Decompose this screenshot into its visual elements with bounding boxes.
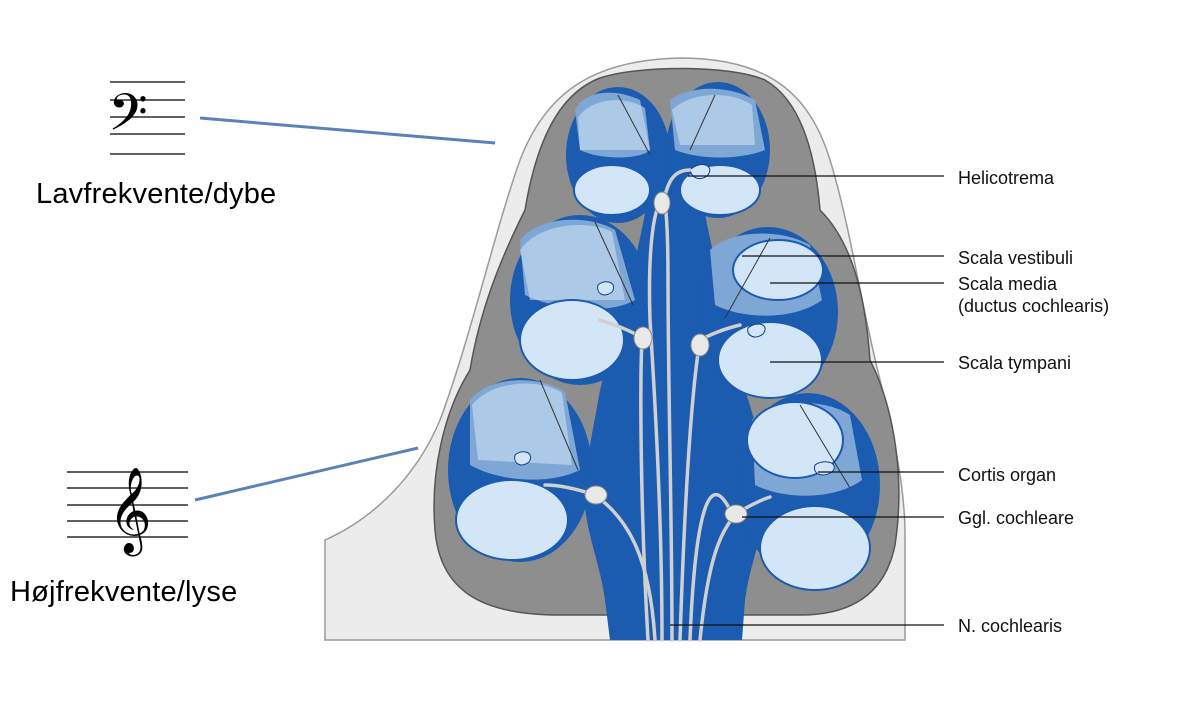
- chamber-mid-right: [698, 227, 838, 399]
- modiolus: [584, 150, 766, 640]
- label-ductus-cochlearis: (ductus cochlearis): [958, 296, 1109, 316]
- treble-clef-icon: 𝄞: [108, 467, 152, 557]
- label-scala-vestibuli: Scala vestibuli: [958, 248, 1073, 268]
- chamber-top-left: [566, 87, 670, 223]
- chamber-mid-left: [510, 215, 650, 385]
- anatomy-leader-lines: [670, 175, 944, 626]
- label-cortis-organ: Cortis organ: [958, 465, 1056, 485]
- bass-clef-staff: [110, 81, 185, 155]
- low-frequency-pointer-line: [199, 116, 496, 145]
- label-n-cochlearis: N. cochlearis: [958, 616, 1062, 636]
- chamber-bottom-left: [448, 378, 592, 562]
- high-frequency-label: Højfrekvente/lyse: [10, 576, 238, 608]
- label-scala-tympani: Scala tympani: [958, 353, 1071, 373]
- label-ggl-cochleare: Ggl. cochleare: [958, 508, 1074, 528]
- treble-clef-staff: [67, 471, 188, 538]
- chamber-top-right: [666, 82, 770, 218]
- label-scala-media: Scala media: [958, 274, 1058, 294]
- high-frequency-pointer-line: [194, 446, 419, 502]
- label-helicotrema: Helicotrema: [958, 168, 1055, 188]
- low-frequency-label: Lavfrekvente/dybe: [36, 178, 277, 210]
- bass-clef-icon: 𝄢: [108, 82, 148, 155]
- ganglion-cells: [584, 191, 748, 524]
